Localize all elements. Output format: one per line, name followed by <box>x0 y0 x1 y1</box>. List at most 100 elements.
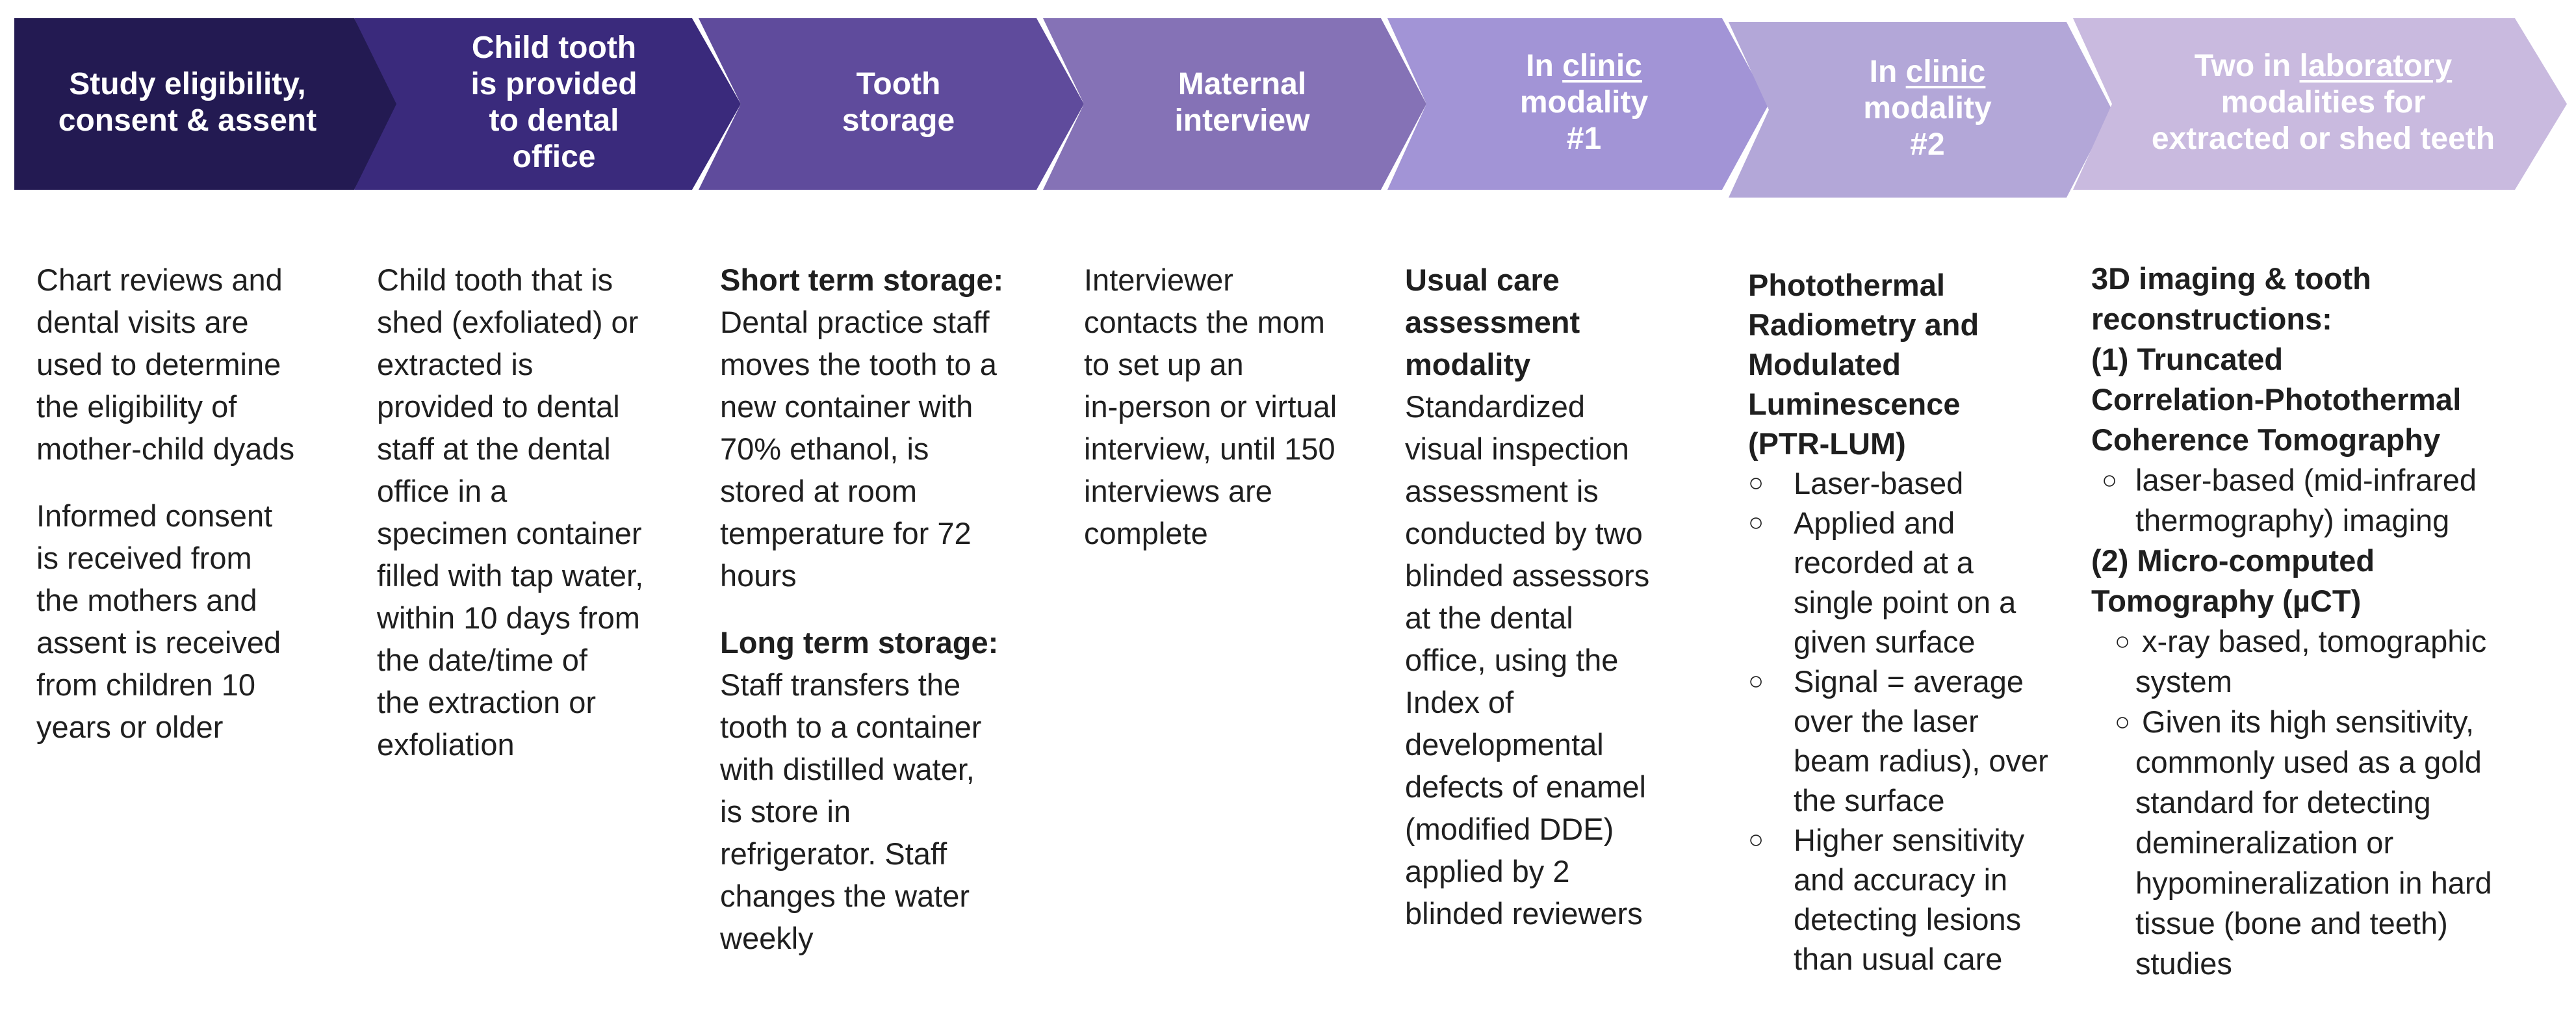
text-line: with distilled water, <box>720 752 975 786</box>
text-line: conducted by two <box>1405 516 1643 550</box>
tc-pct-heading: (1) Truncated <box>2091 342 2284 376</box>
chevron-label-line: #2 <box>1863 127 1991 163</box>
short-term-heading: Short term storage: <box>720 263 1004 297</box>
text-line: to set up an <box>1084 347 1244 381</box>
text-line: Applied and <box>1794 506 1955 540</box>
chevron-label-line: #1 <box>1520 121 1648 157</box>
text-line: 70% ethanol, is <box>720 432 929 466</box>
label-text: Tooth <box>856 67 941 101</box>
micro-ct-heading: Tomography (µCT) <box>2091 584 2362 618</box>
text-line: tissue (bone and teeth) <box>2135 906 2448 940</box>
text-line: weekly <box>720 921 814 955</box>
text-line: Staff transfers the <box>720 667 961 702</box>
text-line: the extraction or <box>377 685 597 719</box>
ptr-lum-heading: Luminescence <box>1748 387 1961 421</box>
text-line: contacts the mom <box>1084 305 1325 339</box>
label-text: Maternal <box>1178 67 1307 101</box>
text-line: Standardized <box>1405 389 1585 424</box>
text-line: specimen container <box>377 516 642 550</box>
interview-text: Interviewer contacts the mom to set up a… <box>1084 259 1409 554</box>
chevron-label-line: Child tooth <box>470 30 637 66</box>
label-text: Two in <box>2194 49 2300 83</box>
bullet-circle-icon: ○ <box>1748 825 1764 854</box>
text-line: from children 10 <box>36 667 255 702</box>
usual-care-heading: Usual care <box>1405 263 1560 297</box>
text-line: office in a <box>377 474 508 508</box>
text-line: Given its high sensitivity, <box>2142 704 2475 739</box>
bullet-circle-icon: ○ <box>2102 466 2118 495</box>
tc-pct-heading: Correlation-Photothermal <box>2091 382 2462 417</box>
text-line: at the dental <box>1405 601 1573 635</box>
process-chevrons <box>14 18 2567 198</box>
text-line: assessment is <box>1405 474 1599 508</box>
label-text: office <box>512 140 596 174</box>
tc-pct-heading: Coherence Tomography <box>2091 422 2441 457</box>
text-line: temperature for 72 <box>720 516 972 550</box>
text-line: office, using the <box>1405 643 1619 677</box>
bullet-circle-icon: ○ <box>2115 627 2131 656</box>
text-line: hypomineralization in hard <box>2135 866 2492 900</box>
underlined-text: laboratory <box>2299 49 2453 83</box>
text-line: Interviewer <box>1084 263 1233 297</box>
text-line: Chart reviews and <box>36 263 283 297</box>
bullet-item: ○ Laser-based <box>1748 463 2086 503</box>
text-line: Dental practice staff <box>720 305 990 339</box>
bullet-circle-icon: ○ <box>1748 508 1764 537</box>
bullet-item: ○ Applied and recorded at a single point… <box>1748 503 2086 662</box>
label-text: modalities for <box>2221 85 2426 120</box>
chevron-label-line: consent & assent <box>58 103 316 139</box>
chevron-label-line: modality <box>1520 84 1648 121</box>
label-text: is provided <box>470 67 638 101</box>
bullet-item: ○ Higher sensitivity and accuracy in det… <box>1748 820 2086 979</box>
step6-description: Photothermal Radiometry and Modulated Lu… <box>1748 265 2086 979</box>
text-line: x-ray based, tomographic <box>2142 624 2487 658</box>
text-line: demineralization or <box>2135 825 2394 860</box>
underlined-text: clinic <box>1562 49 1642 83</box>
text-line: Higher sensitivity <box>1794 823 2025 857</box>
bullet-item: ○ Signal = average over the laser beam r… <box>1748 662 2086 820</box>
ptr-lum-bullets: ○ Laser-based ○ Applied and recorded at … <box>1748 463 2086 979</box>
chevron-label-line: extracted or shed teeth <box>2152 121 2495 157</box>
chevron-label-line: modalities for <box>2152 84 2495 121</box>
label-text: #2 <box>1910 127 1945 162</box>
text-line: over the laser <box>1794 704 1979 738</box>
text-line: laser-based (mid-infrared <box>2135 463 2477 497</box>
text-line: Signal = average <box>1794 664 2024 699</box>
text-line: the eligibility of <box>36 389 237 424</box>
bullet-item: ○ laser-based (mid-infrared thermography… <box>2091 460 2572 541</box>
chevron-label-line: interview <box>1174 103 1309 139</box>
bullet-item: ○ x-ray based, tomographic system <box>2091 621 2572 702</box>
chevron-label-line: In clinic <box>1863 54 1991 90</box>
text-line: blinded assessors <box>1405 558 1650 593</box>
text-line: given surface <box>1794 625 1976 659</box>
text-line: extracted is <box>377 347 534 381</box>
text-line: the date/time of <box>377 643 587 677</box>
text-line: defects of enamel <box>1405 769 1646 804</box>
underlined-text: clinic <box>1905 55 1986 89</box>
chevron-step-6 <box>1729 22 2112 198</box>
text-line: mother-child dyads <box>36 432 295 466</box>
text-line: used to determine <box>36 347 281 381</box>
step1-description: Chart reviews and dental visits are used… <box>36 259 361 773</box>
text-line: within 10 days from <box>377 601 640 635</box>
text-line: the surface <box>1794 783 1945 818</box>
text-line: exfoliation <box>377 727 515 762</box>
step3-description: Short term storage: Dental practice staf… <box>720 259 1058 984</box>
usual-care-heading: modality <box>1405 347 1531 381</box>
usual-care-section: Usual care assessment modality Standardi… <box>1405 259 1730 935</box>
text-line: interviews are <box>1084 474 1272 508</box>
text-line: new container with <box>720 389 973 424</box>
text-line: tooth to a container <box>720 710 982 744</box>
ptr-lum-heading: Radiometry and <box>1748 307 1979 342</box>
chevron-label-line: office <box>470 139 637 175</box>
ptr-lum-heading: Modulated <box>1748 347 1901 381</box>
chevron-step-1 <box>14 18 400 190</box>
bullet-circle-icon: ○ <box>1748 469 1764 497</box>
label-text: modality <box>1519 85 1649 120</box>
micro-ct-bullets: ○ x-ray based, tomographic system ○ Give… <box>2091 621 2572 984</box>
